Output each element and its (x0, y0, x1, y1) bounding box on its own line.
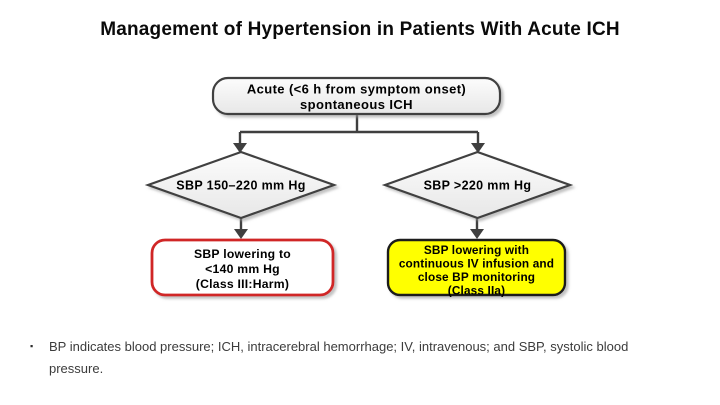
flow-decision-sbp-gt-220 (381, 150, 574, 220)
arrowheads (233, 143, 485, 239)
flow-node-recommended-line4: (Class IIa) (448, 284, 505, 298)
slide-title: Management of Hypertension in Patients W… (100, 19, 620, 40)
flow-decision-sbp-gt-220-label: SBP >220 mm Hg (424, 179, 532, 193)
flow-node-harm-line2: <140 mm Hg (205, 262, 280, 276)
flow-node-recommended (386, 238, 567, 297)
arrowhead-left-box-icon (234, 229, 248, 239)
flow-node-recommended-line2: continuous IV infusion and (399, 257, 554, 271)
footnote: ▪ BP indicates blood pressure; ICH, intr… (30, 336, 678, 379)
arrowhead-right-diamond-icon (471, 143, 485, 153)
arrowhead-left-diamond-icon (233, 143, 247, 153)
flow-decision-sbp-150-220 (144, 150, 338, 220)
flow-node-harm-line1: SBP lowering to (194, 247, 291, 261)
flow-node-recommended-line1: SBP lowering with (424, 243, 529, 257)
flow-node-acute-ich-line2: spontaneous ICH (300, 97, 413, 112)
flow-node-recommended-line3: close BP monitoring (418, 270, 535, 284)
arrowhead-right-box-icon (470, 229, 484, 239)
footnote-bullet-icon: ▪ (30, 341, 34, 351)
flow-node-harm (150, 238, 335, 297)
footnote-text: BP indicates blood pressure; ICH, intrac… (49, 339, 629, 376)
flowchart-diagram: Acute (<6 h from symptom onset) spontane… (144, 76, 574, 298)
flow-node-harm-line3: (Class III:Harm) (196, 277, 289, 291)
flow-node-acute-ich-line1: Acute (<6 h from symptom onset) (247, 82, 466, 97)
flow-node-acute-ich (211, 76, 502, 116)
connectors (238, 114, 480, 231)
flow-decision-sbp-150-220-label: SBP 150–220 mm Hg (176, 179, 305, 193)
